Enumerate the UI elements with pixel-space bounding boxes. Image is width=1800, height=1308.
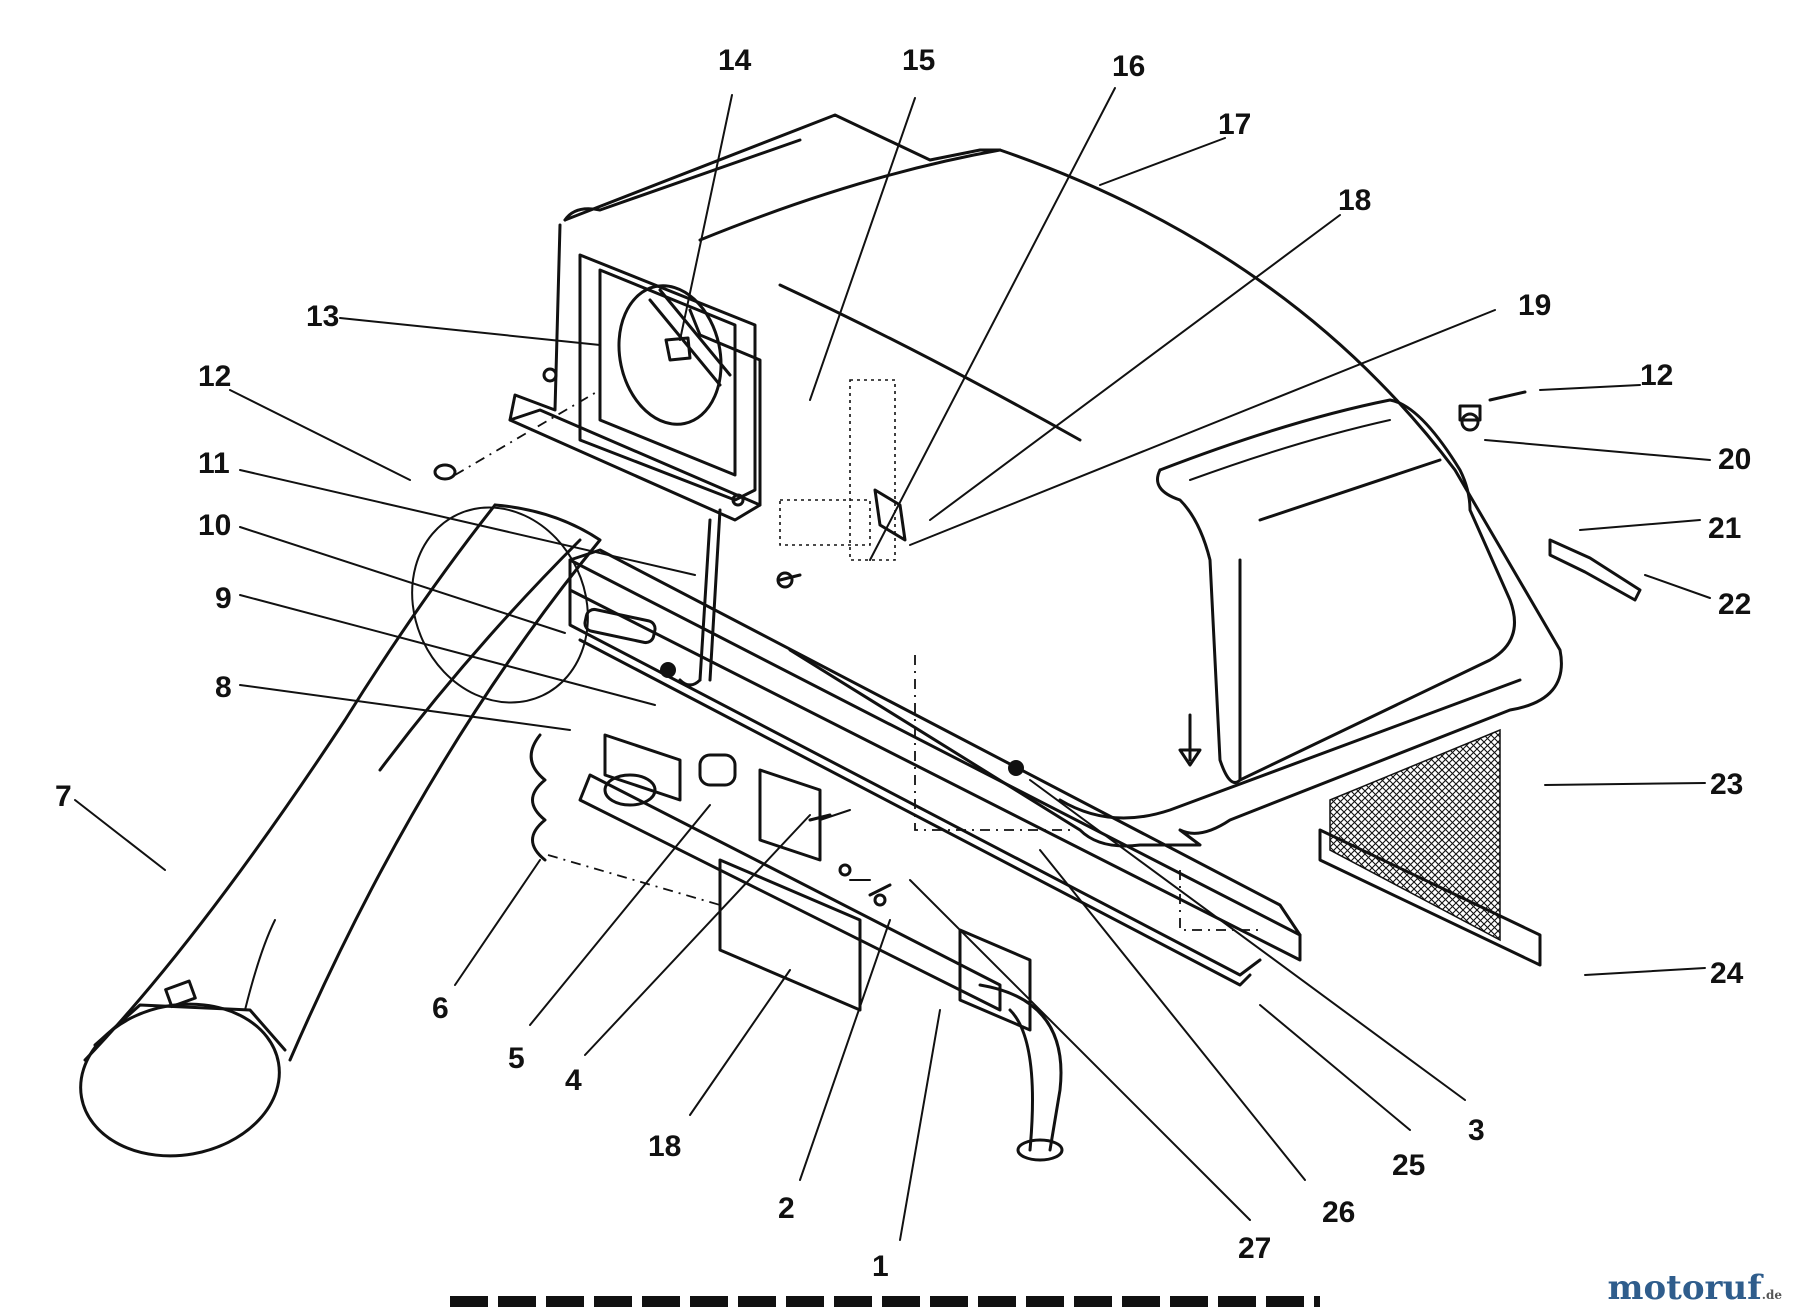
callout-25: 25	[1392, 1149, 1425, 1182]
callout-22: 22	[1718, 588, 1751, 621]
callouts: 14 15 16 17 18 19 13 12 12 20 11 10 21 2…	[55, 44, 1751, 1283]
callout-18-bottom: 18	[648, 1130, 681, 1163]
callout-8: 8	[215, 671, 232, 704]
callout-6: 6	[432, 992, 449, 1025]
callout-12-left: 12	[198, 360, 231, 393]
callout-5: 5	[508, 1042, 525, 1075]
callout-15: 15	[902, 44, 935, 77]
callout-26: 26	[1322, 1196, 1355, 1229]
callout-21: 21	[1708, 512, 1741, 545]
callout-2: 2	[778, 1192, 795, 1225]
discharge-chute	[79, 503, 602, 1158]
callout-19: 19	[1518, 289, 1551, 322]
callout-7: 7	[55, 780, 72, 813]
callout-27: 27	[1238, 1232, 1271, 1265]
callout-4: 4	[565, 1064, 582, 1097]
front-frame	[568, 508, 1302, 987]
callout-24: 24	[1710, 957, 1744, 990]
callout-10: 10	[198, 509, 231, 542]
callout-1: 1	[872, 1250, 889, 1283]
watermark-brand: motoruf	[1607, 1268, 1762, 1308]
discharge-hood	[508, 223, 896, 561]
callout-11: 11	[198, 447, 230, 480]
leader-lines	[74, 87, 1711, 1241]
hardware	[433, 389, 1642, 931]
mesh-screen	[1318, 728, 1542, 967]
callout-16: 16	[1112, 50, 1145, 83]
site-watermark: motoruf.de	[1608, 1268, 1783, 1308]
callout-18-top: 18	[1338, 184, 1371, 217]
bag-cover	[563, 113, 1563, 848]
cropped-caption-bar	[450, 1296, 1320, 1307]
callout-14: 14	[718, 44, 752, 77]
callout-9: 9	[215, 582, 232, 615]
callout-12-right: 12	[1640, 359, 1673, 392]
callout-20: 20	[1718, 443, 1751, 476]
callout-13: 13	[306, 300, 339, 333]
callout-23: 23	[1710, 768, 1743, 801]
callout-3: 3	[1468, 1114, 1485, 1147]
mount-bracket-assembly	[529, 733, 1064, 1162]
watermark-suffix: .de	[1761, 1288, 1782, 1302]
callout-17: 17	[1218, 108, 1251, 141]
